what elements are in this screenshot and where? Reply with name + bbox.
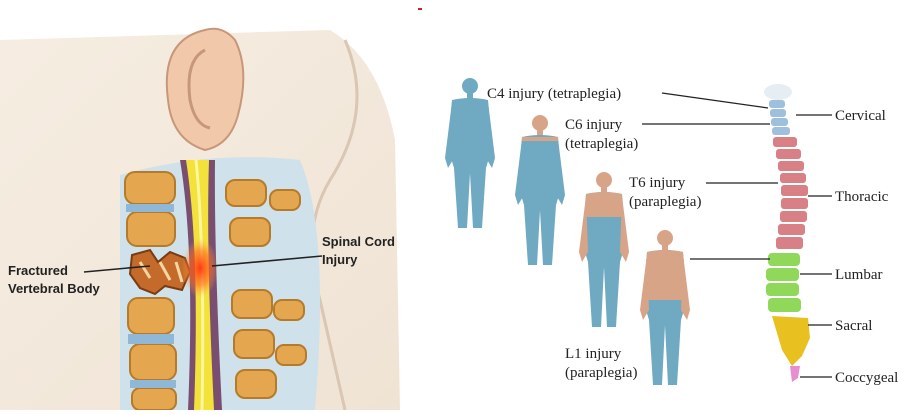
region-coccygeal: Coccygeal bbox=[835, 370, 898, 386]
spine-sacral bbox=[772, 316, 810, 366]
ear-icon bbox=[167, 29, 244, 150]
region-thoracic: Thoracic bbox=[835, 189, 889, 205]
spine-lumbar bbox=[766, 253, 801, 312]
c4-label: C4 injury (tetraplegia) bbox=[487, 86, 621, 102]
fractured-label-line2: Vertebral Body bbox=[8, 281, 101, 296]
c6-label-line2: (tetraplegia) bbox=[565, 136, 638, 152]
spinal-injury-label-line1: Spinal Cord bbox=[322, 234, 395, 249]
l1-label-line2: (paraplegia) bbox=[565, 365, 637, 381]
skull-base bbox=[764, 84, 792, 100]
region-cervical: Cervical bbox=[835, 108, 886, 124]
spine-region-labels: Cervical Thoracic Lumbar Sacral Coccygea… bbox=[835, 108, 898, 386]
fractured-label-line1: Fractured bbox=[8, 263, 68, 278]
spine-column bbox=[764, 84, 810, 382]
region-sacral: Sacral bbox=[835, 318, 872, 334]
spine-coccygeal bbox=[790, 366, 800, 382]
t6-label-line2: (paraplegia) bbox=[629, 194, 701, 210]
c6-label-line1: C6 injury bbox=[565, 117, 623, 133]
figure-t6 bbox=[579, 172, 629, 327]
l1-label-line1: L1 injury bbox=[565, 346, 622, 362]
spinal-injury-label-line2: Injury bbox=[322, 252, 358, 267]
spine-cervical bbox=[769, 100, 790, 135]
figure-l1 bbox=[640, 230, 690, 385]
region-lumbar: Lumbar bbox=[835, 267, 882, 283]
neck-illustration: Fractured Vertebral Body Spinal Cord Inj… bbox=[0, 29, 400, 410]
spine-thoracic bbox=[773, 137, 808, 249]
t6-label-line1: T6 injury bbox=[629, 175, 686, 191]
red-mark bbox=[418, 8, 422, 10]
cord-injury-glow bbox=[182, 238, 218, 298]
figure-c6 bbox=[515, 115, 565, 265]
